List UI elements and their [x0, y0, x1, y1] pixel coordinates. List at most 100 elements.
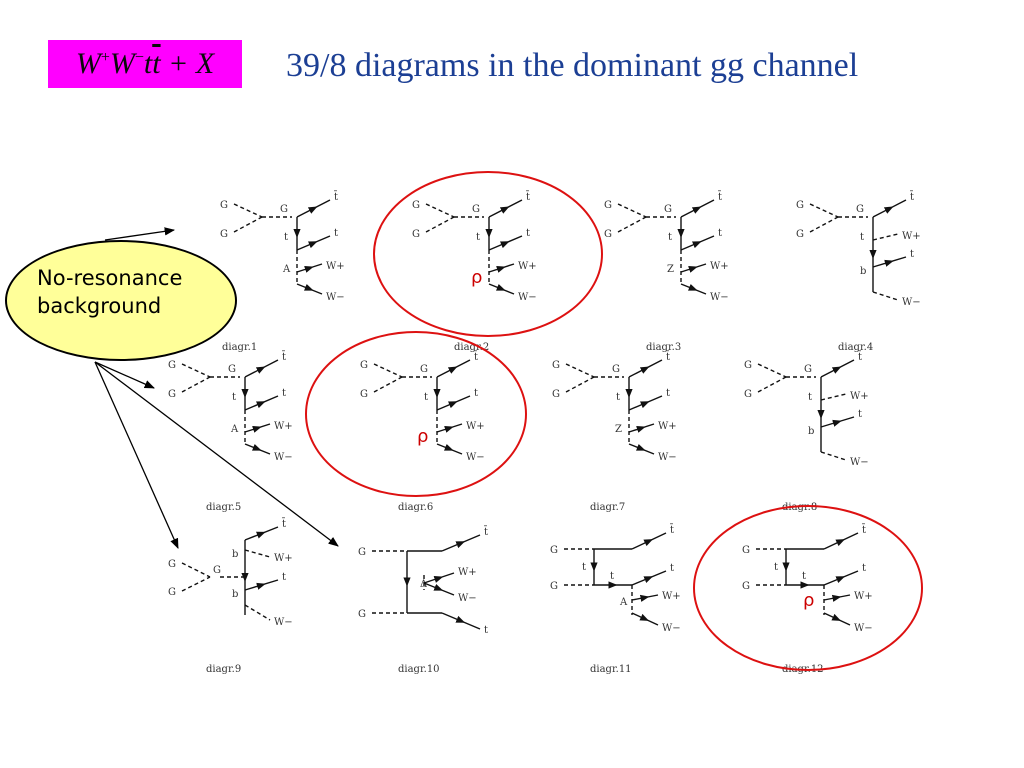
- callout-text: No-resonance background: [37, 264, 182, 320]
- fermion-line: [441, 534, 481, 552]
- particle-label: W+: [326, 261, 345, 272]
- particle-label: t̄: [334, 191, 338, 203]
- diagram-caption: diagr.8: [782, 502, 817, 513]
- pointer-arrow: [104, 227, 176, 241]
- particle-label: t̄: [858, 351, 862, 363]
- particle-label: G: [804, 364, 812, 375]
- fermion-line: [423, 572, 455, 584]
- boson-line: [820, 393, 847, 401]
- particle-label: b: [860, 266, 866, 277]
- particle-label: t: [526, 228, 530, 239]
- diagram-caption: diagr.11: [590, 664, 632, 675]
- boson-line: [244, 604, 271, 621]
- boson-line: [809, 203, 839, 218]
- fermion-line: [680, 199, 715, 218]
- particle-label: t: [616, 392, 620, 403]
- callout-pointer-arrows: [94, 227, 339, 549]
- particle-label: G: [168, 389, 176, 400]
- particle-label: t̄: [282, 351, 286, 363]
- fermion-line: [488, 235, 523, 251]
- particle-label: W+: [850, 391, 869, 402]
- particle-label: W−: [902, 297, 921, 308]
- particle-label: t: [582, 562, 586, 573]
- particle-label: G: [280, 204, 288, 215]
- diagram-caption: diagr.9: [206, 664, 241, 675]
- particle-label: b: [232, 589, 238, 600]
- particle-label: W+: [274, 421, 293, 432]
- particle-label: t: [476, 232, 480, 243]
- highlight-circle: [373, 171, 603, 337]
- particle-label: t: [910, 249, 914, 260]
- boson-line: [373, 363, 403, 378]
- callout-line-2: background: [37, 294, 162, 318]
- particle-label: t: [282, 572, 286, 583]
- process-top: t: [143, 47, 153, 80]
- particle-label: b: [232, 549, 238, 560]
- fermion-line: [436, 423, 463, 433]
- boson-line: [425, 216, 455, 233]
- fermion-line: [296, 199, 331, 218]
- particle-label: A: [282, 264, 291, 275]
- particle-label: W+: [274, 553, 293, 564]
- fermion-line: [244, 443, 271, 455]
- particle-label: t: [334, 228, 338, 239]
- fermion-line: [244, 526, 279, 541]
- particle-label: W+: [662, 591, 681, 602]
- highlight-circle: [693, 505, 923, 671]
- particle-label: A: [230, 424, 239, 435]
- fermion-line: [823, 570, 859, 586]
- particle-label: t: [808, 392, 812, 403]
- particle-label: G: [358, 609, 366, 620]
- fermion-line: [631, 532, 667, 550]
- particle-label: t: [424, 392, 428, 403]
- boson-line: [244, 549, 271, 558]
- diagram-caption: diagr.10: [398, 664, 440, 675]
- diagram-caption: diagr.6: [398, 502, 433, 513]
- boson-line: [872, 233, 899, 241]
- particle-label: G: [220, 200, 228, 211]
- highlight-circle: [305, 331, 527, 497]
- boson-line: [181, 562, 211, 578]
- fermion-line: [244, 395, 279, 411]
- particle-label: t: [474, 388, 478, 399]
- particle-label: G: [742, 581, 750, 592]
- particle-label: Z: [667, 264, 674, 275]
- fermion-line: [872, 199, 907, 218]
- diagram-caption: diagr.2: [454, 342, 489, 353]
- particle-label: W−: [658, 452, 677, 463]
- particle-label: t: [802, 571, 806, 582]
- no-resonance-callout: No-resonance background: [5, 240, 237, 361]
- fermion-line: [436, 395, 471, 411]
- fermion-line: [628, 443, 655, 455]
- particle-label: A: [619, 597, 628, 608]
- particle-label: t: [484, 625, 488, 636]
- fermion-line: [423, 582, 455, 596]
- page-title: 39/8 diagrams in the dominant gg channel: [286, 47, 859, 84]
- diagram-caption: diagr.5: [206, 502, 241, 513]
- fermion-line: [244, 359, 279, 378]
- particle-label: G: [220, 229, 228, 240]
- particle-label: G: [856, 204, 864, 215]
- boson-line: [181, 576, 211, 592]
- fermion-line: [680, 283, 707, 295]
- particle-label: G: [412, 200, 420, 211]
- particle-label: W+: [710, 261, 729, 272]
- particle-label: G: [550, 545, 558, 556]
- fermion-line: [628, 359, 663, 378]
- particle-label: t̄: [862, 524, 866, 536]
- boson-line: [181, 376, 211, 393]
- particle-label: G: [168, 559, 176, 570]
- particle-label: t: [862, 563, 866, 574]
- fermion-line: [436, 443, 463, 455]
- fermion-line: [436, 359, 471, 378]
- fermion-line: [820, 416, 855, 428]
- particle-label: W−: [518, 292, 537, 303]
- particle-label: t: [666, 388, 670, 399]
- particle-label: W−: [710, 292, 729, 303]
